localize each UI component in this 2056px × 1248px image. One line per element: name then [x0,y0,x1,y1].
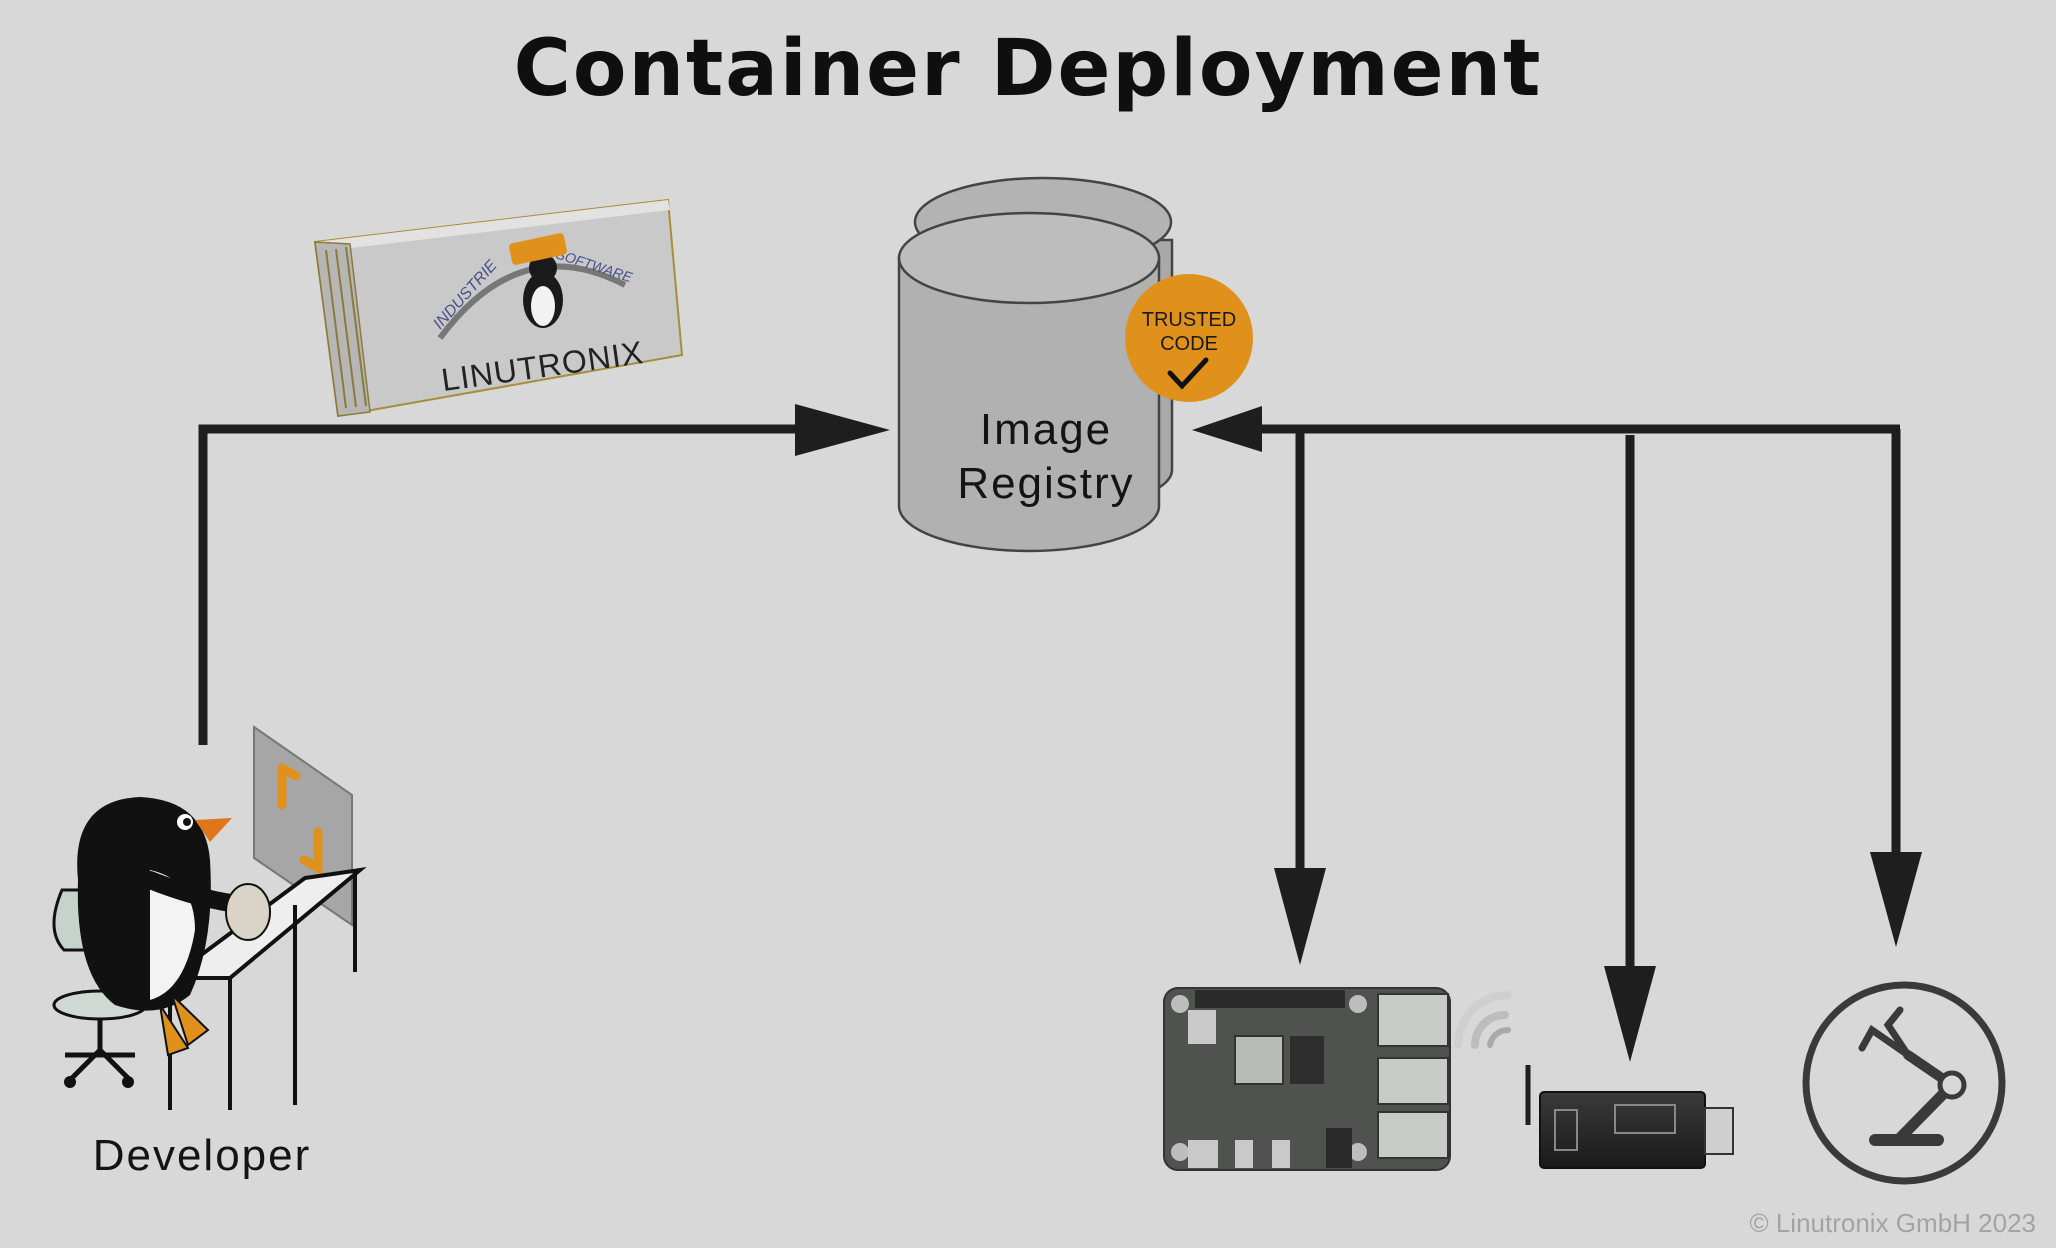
arrowhead-into-registry-left [795,404,890,456]
registry-label-line1: Image [980,405,1112,454]
badge-line1: TRUSTED [1142,309,1236,331]
trusted-code-badge: TRUSTED CODE [1125,274,1253,402]
connector-developer-to-registry [198,424,800,745]
badge-line2: CODE [1160,333,1218,355]
arrowhead-into-registry-right [1192,406,1262,452]
developer-icon [52,725,367,1110]
checkmark-icon [1167,357,1209,390]
developer-label: Developer [93,1131,312,1180]
usb-wireless-stick-icon [1454,991,1734,1169]
robot-arm-icon [1802,981,2006,1185]
arrowhead-to-board [1274,868,1326,965]
diagram-title: Container Deployment [514,24,1543,114]
raspberry-pi-board-icon [1163,987,1451,1171]
shipping-container-icon: INDUSTRIE SOFTWARE LINUTRONIX [313,198,684,418]
image-registry-icon [897,176,1174,553]
copyright-notice: © Linutronix GmbH 2023 [1749,1208,2036,1238]
arrowhead-to-usb-stick [1604,966,1656,1062]
registry-label-line2: Registry [957,459,1134,508]
arrowhead-to-robot-arm [1870,852,1922,947]
